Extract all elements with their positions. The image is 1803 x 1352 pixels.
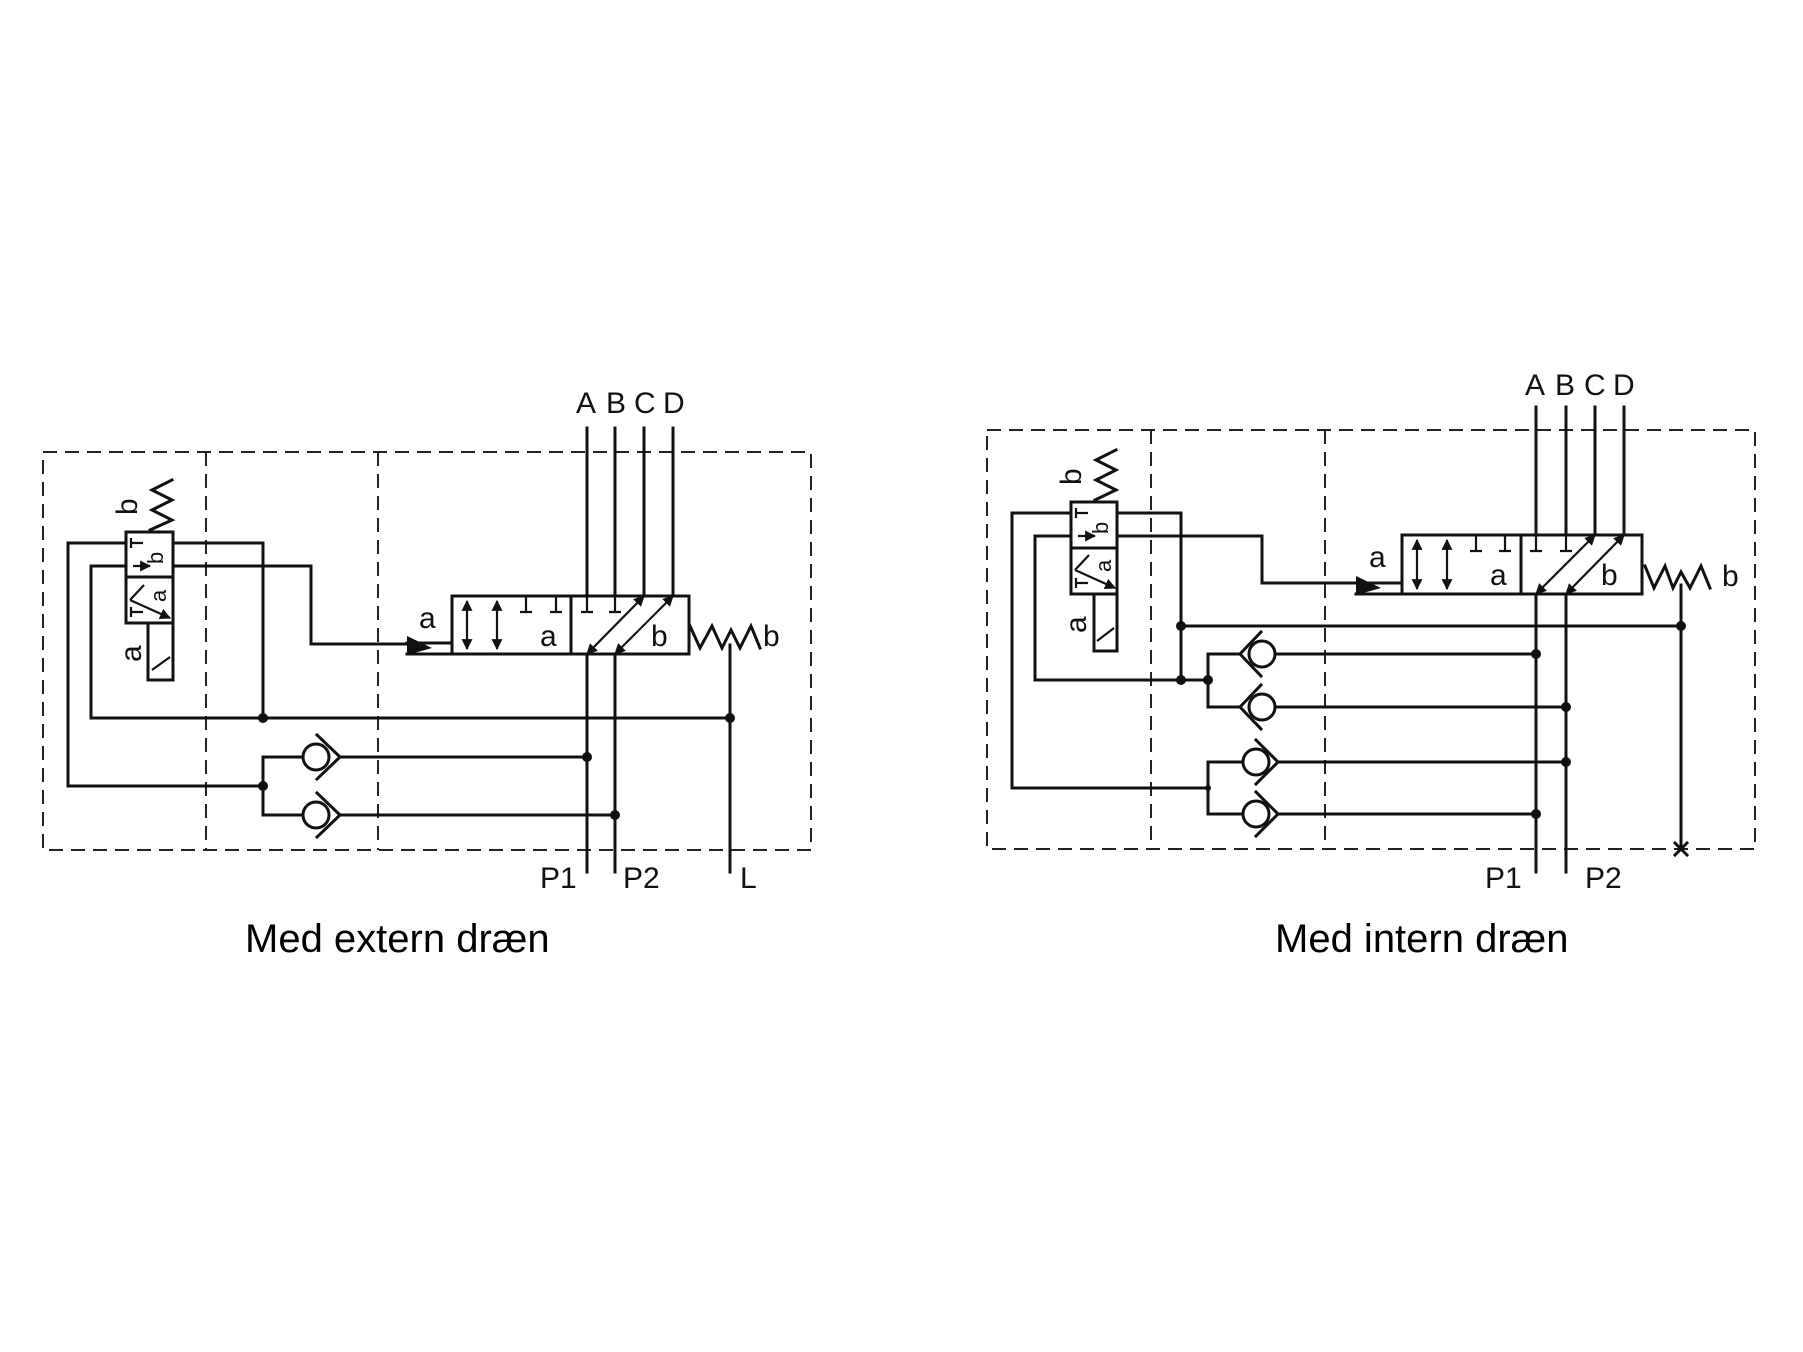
port-label-p1: P1 [540,862,577,895]
junction-dot [1205,785,1211,791]
port-label-p1: P1 [1485,862,1522,895]
top-ports: A B C D [576,387,685,598]
pilot-pos-a-label: a [146,589,171,602]
port-label-a: A [576,387,596,420]
port-label-c: C [1584,369,1606,402]
port-label-a: A [1525,369,1545,402]
main-valve-pos-a-label: a [1490,559,1507,592]
main-directional-valve: a a b b [405,594,780,656]
pilot-pos-b-label: b [143,552,168,564]
diagram-caption: Med intern dræn [1275,917,1568,961]
check-valve-icon [1237,682,1277,732]
main-valve-spring-label: b [1722,560,1739,593]
junction-dot [610,810,620,820]
junction-dot [1561,757,1571,767]
pilot-spring-icon [148,477,176,532]
spring-icon [688,622,762,652]
pilot-pos-b-label: b [1088,522,1113,534]
pilot-solenoid-valve: b a b a [111,477,176,682]
pilot-spring-label: b [1055,468,1088,485]
junction-dot [582,752,592,762]
junction-dot [1203,675,1213,685]
junction-dot [1676,621,1686,631]
main-valve-spring-label: b [763,620,780,653]
main-valve-pos-a-label: a [540,620,557,653]
pilot-solenoid-label: a [115,645,148,662]
pilot-solenoid-valve: b a b a [1055,447,1120,653]
check-valve-icon [1237,629,1277,679]
main-valve-pilot-label: a [419,602,436,635]
enclosure-boundaries [42,451,812,851]
port-label-p2: P2 [623,862,660,895]
junction-dot [1531,649,1541,659]
main-valve-pos-b-label: b [1601,559,1618,592]
top-ports: A B C D [1525,369,1635,537]
solenoid-icon [1092,592,1119,653]
junction-dot [725,713,735,723]
junction-dot [258,713,268,723]
port-label-l: L [740,862,757,895]
piping [66,541,735,874]
diagram-caption: Med extern dræn [245,917,550,961]
check-valve-icon [1241,789,1281,839]
pilot-spring-label: b [111,498,144,515]
port-label-b: B [1555,369,1575,402]
enclosure-boundaries [986,429,1756,850]
pilot-pos-a-label: a [1091,559,1116,572]
plug-x-icon [1672,840,1690,858]
port-label-b: B [606,387,626,420]
main-valve-pos-b-label: b [651,620,668,653]
pilot-solenoid-label: a [1060,616,1093,633]
piping [1010,511,1686,874]
junction-dot [1561,702,1571,712]
pilot-spring-icon [1092,447,1120,502]
port-label-d: D [1613,369,1635,402]
junction-dot [258,781,268,791]
diagram-external-drain: A B C D a a b b [42,387,812,961]
junction-dot [1176,675,1186,685]
check-valve-icon [301,790,343,840]
junction-dot [1176,621,1186,631]
main-directional-valve: a a b b [1354,533,1739,596]
port-label-p2: P2 [1585,862,1622,895]
check-valve-icon [1241,737,1281,787]
solenoid-icon [146,621,175,682]
main-valve-pilot-label: a [1369,541,1386,574]
junction-dot [1531,809,1541,819]
check-valve-icon [301,732,343,782]
diagram-internal-drain: A B C D a a b b b [986,369,1756,961]
port-label-c: C [634,387,656,420]
spring-icon [1643,562,1712,592]
port-label-d: D [663,387,685,420]
